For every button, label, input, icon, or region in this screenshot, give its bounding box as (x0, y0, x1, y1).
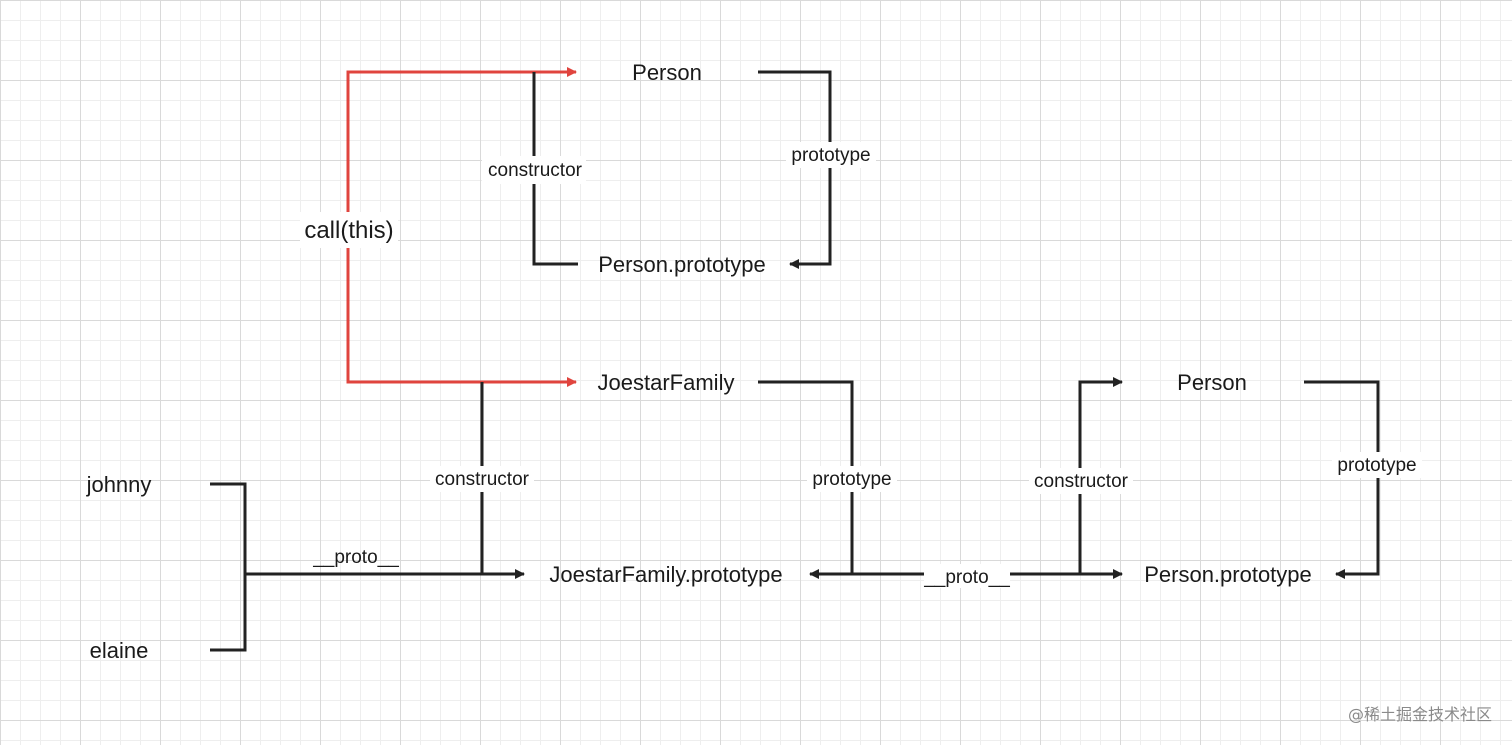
constructor-edge-top (532, 72, 578, 266)
constructor-label-top: constructor (488, 160, 583, 181)
prototype-label-right: prototype (1337, 455, 1416, 476)
call-this-label: call(this) (304, 217, 393, 244)
call-this-edge-to-joestar-family (346, 230, 577, 387)
proto-label-left: __proto__ (312, 547, 399, 568)
node-person-prototype-right: Person.prototype (1144, 562, 1312, 587)
node-person-right: Person (1177, 370, 1247, 395)
node-elaine: elaine (90, 638, 149, 663)
node-person-top: Person (632, 60, 702, 85)
constructor-label-right: constructor (1034, 471, 1129, 492)
constructor-label-mid: constructor (435, 469, 530, 490)
constructor-edge-right (1078, 377, 1123, 574)
prototype-label-mid: prototype (812, 469, 891, 490)
proto-label-mid: __proto__ (923, 567, 1010, 588)
instances-bracket (210, 482, 247, 652)
node-joestar-family-prototype: JoestarFamily.prototype (549, 562, 782, 587)
prototype-label-top: prototype (791, 145, 870, 166)
watermark: @稀土掘金技术社区 (1347, 705, 1492, 724)
node-person-prototype-top: Person.prototype (598, 252, 766, 277)
node-johnny: johnny (86, 472, 152, 497)
call-this-edge-to-person (346, 67, 577, 230)
node-joestar-family: JoestarFamily (598, 370, 735, 395)
